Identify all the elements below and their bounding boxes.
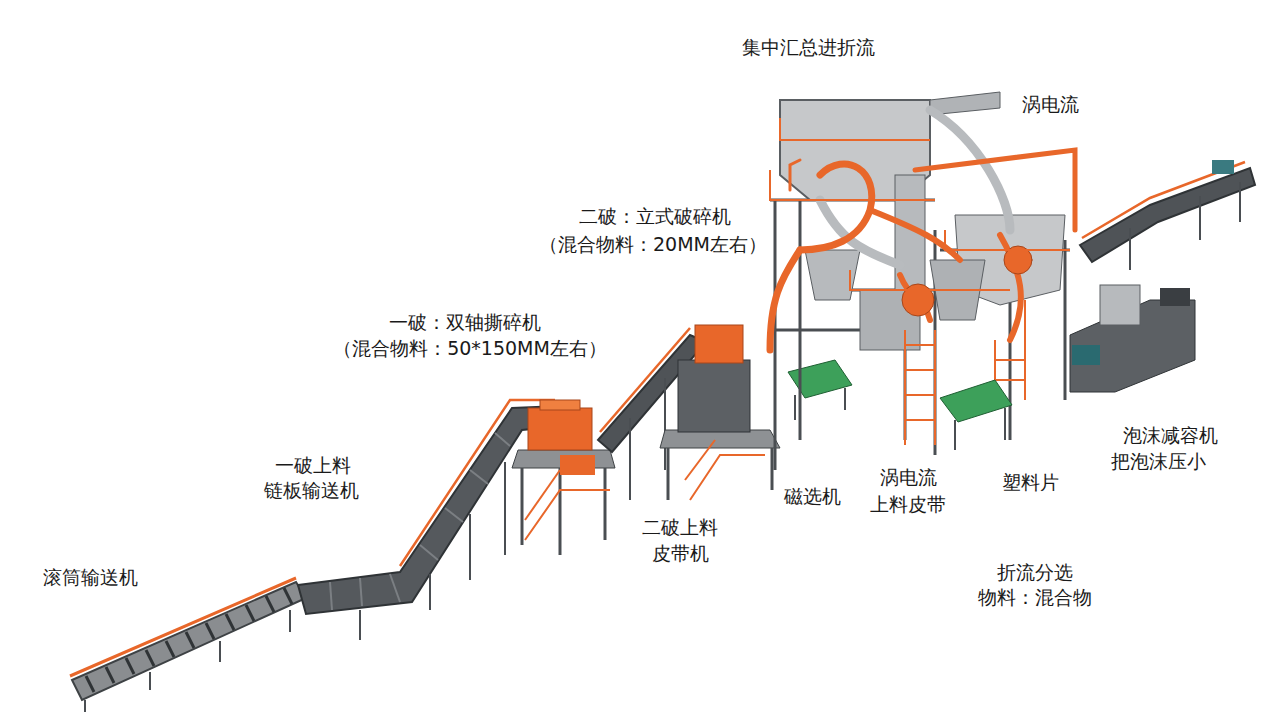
output-conveyor [1080,160,1255,270]
roller-conveyor [70,578,306,712]
callout-label: 涡电流 [877,466,940,490]
pipes [770,110,1075,350]
cyclone-hopper [780,92,1065,350]
chain-conveyor [298,400,562,640]
callout-label: 折流分选 [994,561,1076,585]
callout-label: 集中汇总进折流 [739,36,878,60]
callout-label: 上料皮带 [867,493,949,517]
callout-label: 皮带机 [649,542,712,566]
callout-label: 把泡沫压小 [1108,450,1209,474]
callout-label: 二破上料 [639,516,721,540]
callout-label: 磁选机 [781,485,844,509]
foam-compactor [1070,285,1195,392]
railings [770,118,1070,445]
callout-label: 涡电流 [1019,93,1082,117]
callout-label: 滚筒输送机 [40,566,141,590]
callout-label: 二破：立式破碎机 [576,205,734,229]
callout-label: 一破上料 [272,454,354,478]
callout-label: 链板输送机 [261,479,362,503]
vertical-crusher [660,325,780,500]
magnetic-separator [788,360,852,420]
plastic-belt [940,380,1012,450]
callout-label: 塑料片 [999,471,1062,495]
callout-label: 泡沫减容机 [1120,424,1221,448]
callout-label: 一破：双轴撕碎机 [386,311,544,335]
callout-label: （混合物料：20MM左右） [536,233,770,257]
dual-shaft-shredder [512,400,615,555]
callout-label: 物料：混合物 [975,586,1095,610]
callout-label: （混合物料：50*150MM左右） [330,337,610,361]
